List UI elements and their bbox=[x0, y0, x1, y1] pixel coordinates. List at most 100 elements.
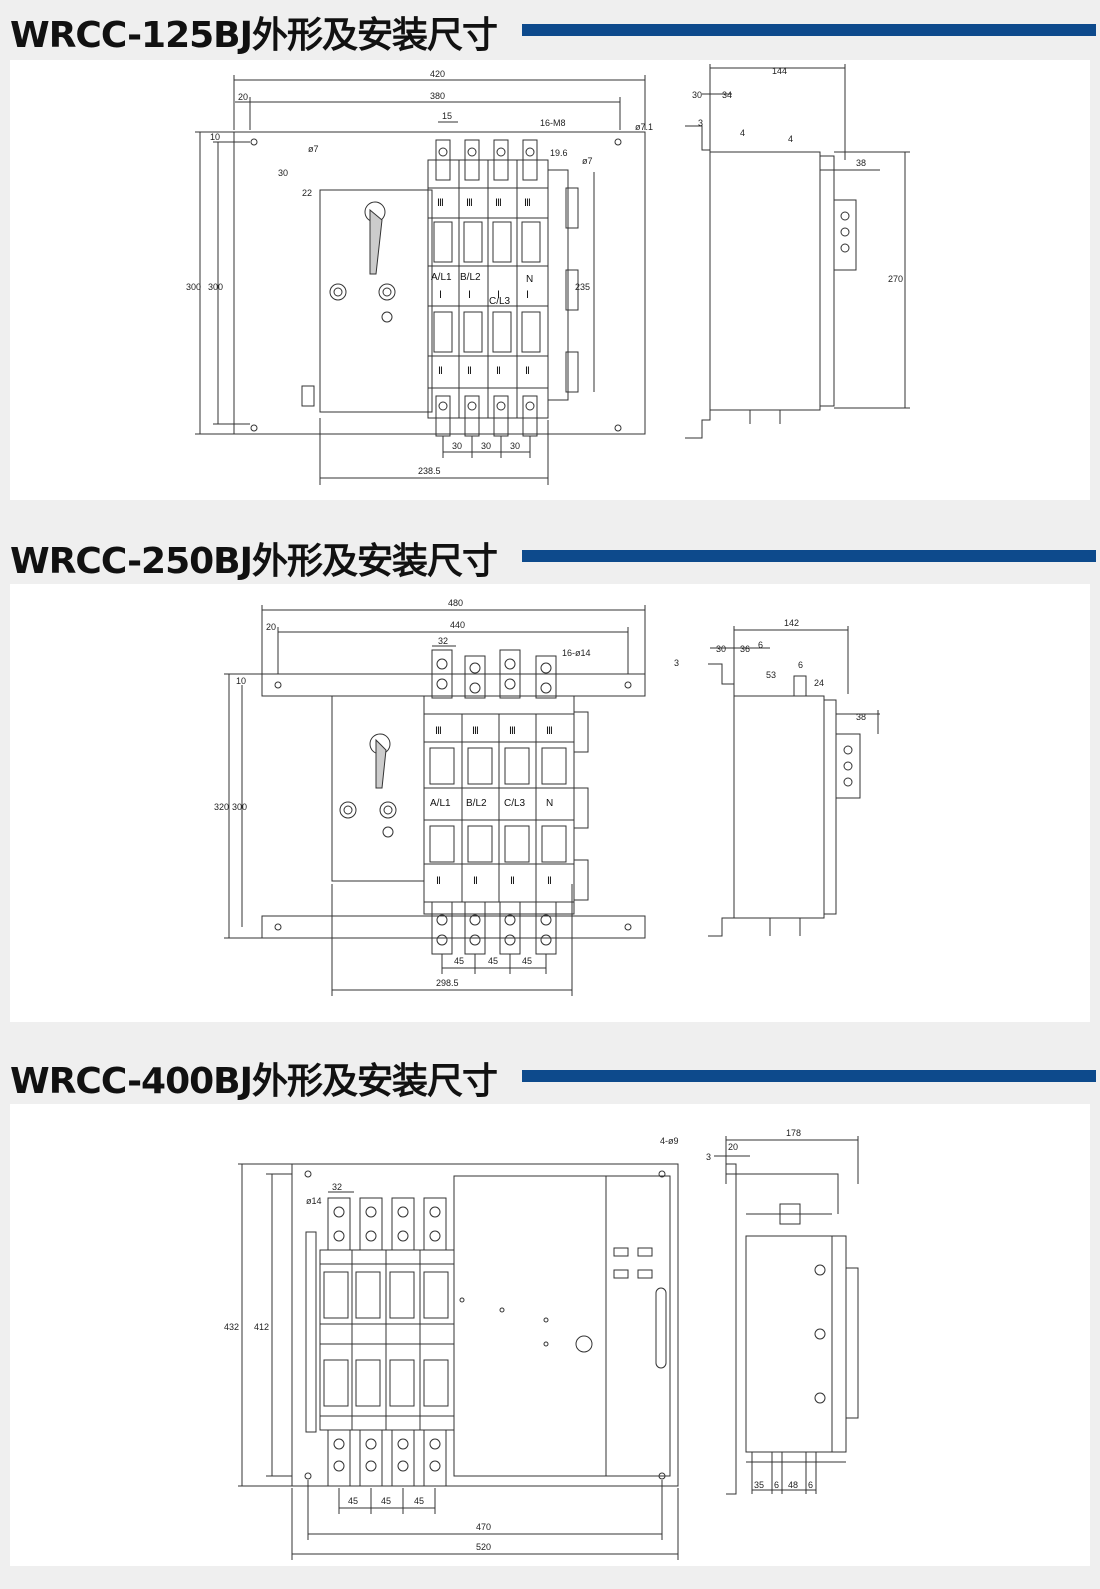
pole-label-n: N bbox=[546, 798, 553, 809]
side-dim-d8: 38 bbox=[856, 712, 866, 722]
drawing-400: 32 ø14 4-ø9 432 412 45 45 45 470 520 178… bbox=[224, 1128, 859, 1560]
dim-pole-pitch: 32 bbox=[438, 636, 448, 646]
side-dim-d5: 53 bbox=[766, 670, 776, 680]
pole-label-n: N bbox=[526, 274, 533, 285]
drawing-125: 420 380 20 15 16-M8 ø7.1 10 ø7 30 22 300… bbox=[186, 64, 910, 485]
side-dim-b3: 48 bbox=[788, 1480, 798, 1490]
side-dim-d2: 36 bbox=[740, 644, 750, 654]
dim-bottom-pitch-2: 45 bbox=[488, 956, 498, 966]
side-dim-d4: 4 bbox=[740, 128, 745, 138]
side-dim-d1: 20 bbox=[728, 1142, 738, 1152]
dim-mount-width: 440 bbox=[450, 620, 465, 630]
dim-terminal-note: 16-M8 bbox=[540, 118, 566, 128]
state-label-iii: Ⅲ bbox=[435, 726, 442, 737]
dim-bottom-pitch-1: 45 bbox=[454, 956, 464, 966]
dim-side-hole: ø7 bbox=[582, 156, 593, 166]
pole-label-a: A/L1 bbox=[430, 798, 451, 809]
dim-side-height: 235 bbox=[575, 282, 590, 292]
header-accent-bar bbox=[522, 1070, 1096, 1082]
drawing-panel-250: 480 440 20 32 16-ø14 10 320 300 45 45 45… bbox=[10, 584, 1090, 1022]
state-label-ii: Ⅱ bbox=[467, 366, 472, 377]
state-label-i: Ⅰ bbox=[497, 290, 500, 301]
side-dim-depth: 144 bbox=[772, 66, 787, 76]
dim-hole-note: ø7.1 bbox=[635, 122, 653, 132]
dim-small-hole: ø7 bbox=[308, 144, 319, 154]
dim-offset-left: 20 bbox=[266, 622, 276, 632]
section-title-250: WRCC-250BJ外形及安装尺寸 bbox=[10, 541, 498, 582]
dim-pole-pitch: 15 bbox=[442, 111, 452, 121]
dim-bottom-pitch-1: 45 bbox=[348, 1496, 358, 1506]
pole-label-c: C/L3 bbox=[504, 798, 526, 809]
dim-height-outer: 320 bbox=[214, 802, 229, 812]
drawing-panel-400: 32 ø14 4-ø9 432 412 45 45 45 470 520 178… bbox=[10, 1104, 1090, 1566]
section-header-400: WRCC-400BJ外形及安装尺寸 bbox=[0, 1046, 1100, 1104]
dim-bottom-pitch-3: 45 bbox=[414, 1496, 424, 1506]
header-accent-bar bbox=[522, 24, 1096, 36]
section-header-125: WRCC-125BJ外形及安装尺寸 bbox=[0, 0, 1100, 58]
side-dim-d2: 3 bbox=[706, 1152, 711, 1162]
dim-bottom-pitch-2: 30 bbox=[481, 441, 491, 451]
dim-v-offset: 30 bbox=[278, 168, 288, 178]
side-dim-b1: 35 bbox=[754, 1480, 764, 1490]
side-dim-depth: 178 bbox=[786, 1128, 801, 1138]
dim-top-offset: 10 bbox=[236, 676, 246, 686]
state-label-i: Ⅰ bbox=[439, 290, 442, 301]
state-label-ii: Ⅱ bbox=[436, 876, 441, 887]
side-dim-d7: 24 bbox=[814, 678, 824, 688]
side-dim-height: 270 bbox=[888, 274, 903, 284]
state-label-iii: Ⅲ bbox=[546, 726, 553, 737]
side-dim-d3: 3 bbox=[698, 118, 703, 128]
state-label-ii: Ⅱ bbox=[525, 366, 530, 377]
state-label-iii: Ⅲ bbox=[437, 198, 444, 209]
state-label-i: Ⅰ bbox=[468, 290, 471, 301]
side-dim-b4: 6 bbox=[808, 1480, 813, 1490]
dim-height-outer: 432 bbox=[224, 1322, 239, 1332]
dim-overall-width: 480 bbox=[448, 598, 463, 608]
section-title-400: WRCC-400BJ外形及安装尺寸 bbox=[10, 1061, 498, 1102]
dim-mount-width: 380 bbox=[430, 91, 445, 101]
dim-height-inner: 412 bbox=[254, 1322, 269, 1332]
state-label-ii: Ⅱ bbox=[473, 876, 478, 887]
pole-label-b: B/L2 bbox=[466, 798, 487, 809]
dim-bottom-width: 238.5 bbox=[418, 466, 441, 476]
state-label-ii: Ⅱ bbox=[438, 366, 443, 377]
pole-label-b: B/L2 bbox=[460, 272, 481, 283]
section-title-125: WRCC-125BJ外形及安装尺寸 bbox=[10, 15, 498, 56]
state-label-iii: Ⅲ bbox=[472, 726, 479, 737]
pole-label-a: A/L1 bbox=[431, 272, 452, 283]
side-dim-d4: 3 bbox=[674, 658, 679, 668]
side-dim-d3: 6 bbox=[758, 640, 763, 650]
dim-height-inner: 300 bbox=[208, 282, 223, 292]
side-dim-depth: 142 bbox=[784, 618, 799, 628]
side-dim-d5: 4 bbox=[788, 134, 793, 144]
drawing-250: 480 440 20 32 16-ø14 10 320 300 45 45 45… bbox=[214, 598, 880, 996]
state-label-iii: Ⅲ bbox=[495, 198, 502, 209]
dim-bottom-pitch-2: 45 bbox=[381, 1496, 391, 1506]
state-label-ii: Ⅱ bbox=[496, 366, 501, 377]
dim-bottom-pitch-3: 30 bbox=[510, 441, 520, 451]
state-label-ii: Ⅱ bbox=[547, 876, 552, 887]
dim-bottom-pitch-3: 45 bbox=[522, 956, 532, 966]
dim-height-inner: 300 bbox=[232, 802, 247, 812]
side-dim-d1: 30 bbox=[716, 644, 726, 654]
dim-terminal-note: 16-ø14 bbox=[562, 648, 591, 658]
side-dim-d6: 38 bbox=[856, 158, 866, 168]
dim-top-offset: 10 bbox=[210, 132, 220, 142]
dim-term-offset: 19.6 bbox=[550, 148, 568, 158]
dim-offset-left: 20 bbox=[238, 92, 248, 102]
side-dim-d1: 30 bbox=[692, 90, 702, 100]
drawing-panel-125: 420 380 20 15 16-M8 ø7.1 10 ø7 30 22 300… bbox=[10, 60, 1090, 500]
state-label-ii: Ⅱ bbox=[510, 876, 515, 887]
side-dim-d6: 6 bbox=[798, 660, 803, 670]
state-label-iii: Ⅲ bbox=[524, 198, 531, 209]
dim-bottom-pitch-1: 30 bbox=[452, 441, 462, 451]
section-header-250: WRCC-250BJ外形及安装尺寸 bbox=[0, 526, 1100, 584]
pole-label-c: C/L3 bbox=[489, 296, 511, 307]
dim-overall-width: 420 bbox=[430, 69, 445, 79]
dim-h-offset: 22 bbox=[302, 188, 312, 198]
dim-overall-width: 520 bbox=[476, 1542, 491, 1552]
dim-bottom-width: 298.5 bbox=[436, 978, 459, 988]
side-dim-b2: 6 bbox=[774, 1480, 779, 1490]
dim-pole-pitch: 32 bbox=[332, 1182, 342, 1192]
state-label-iii: Ⅲ bbox=[509, 726, 516, 737]
